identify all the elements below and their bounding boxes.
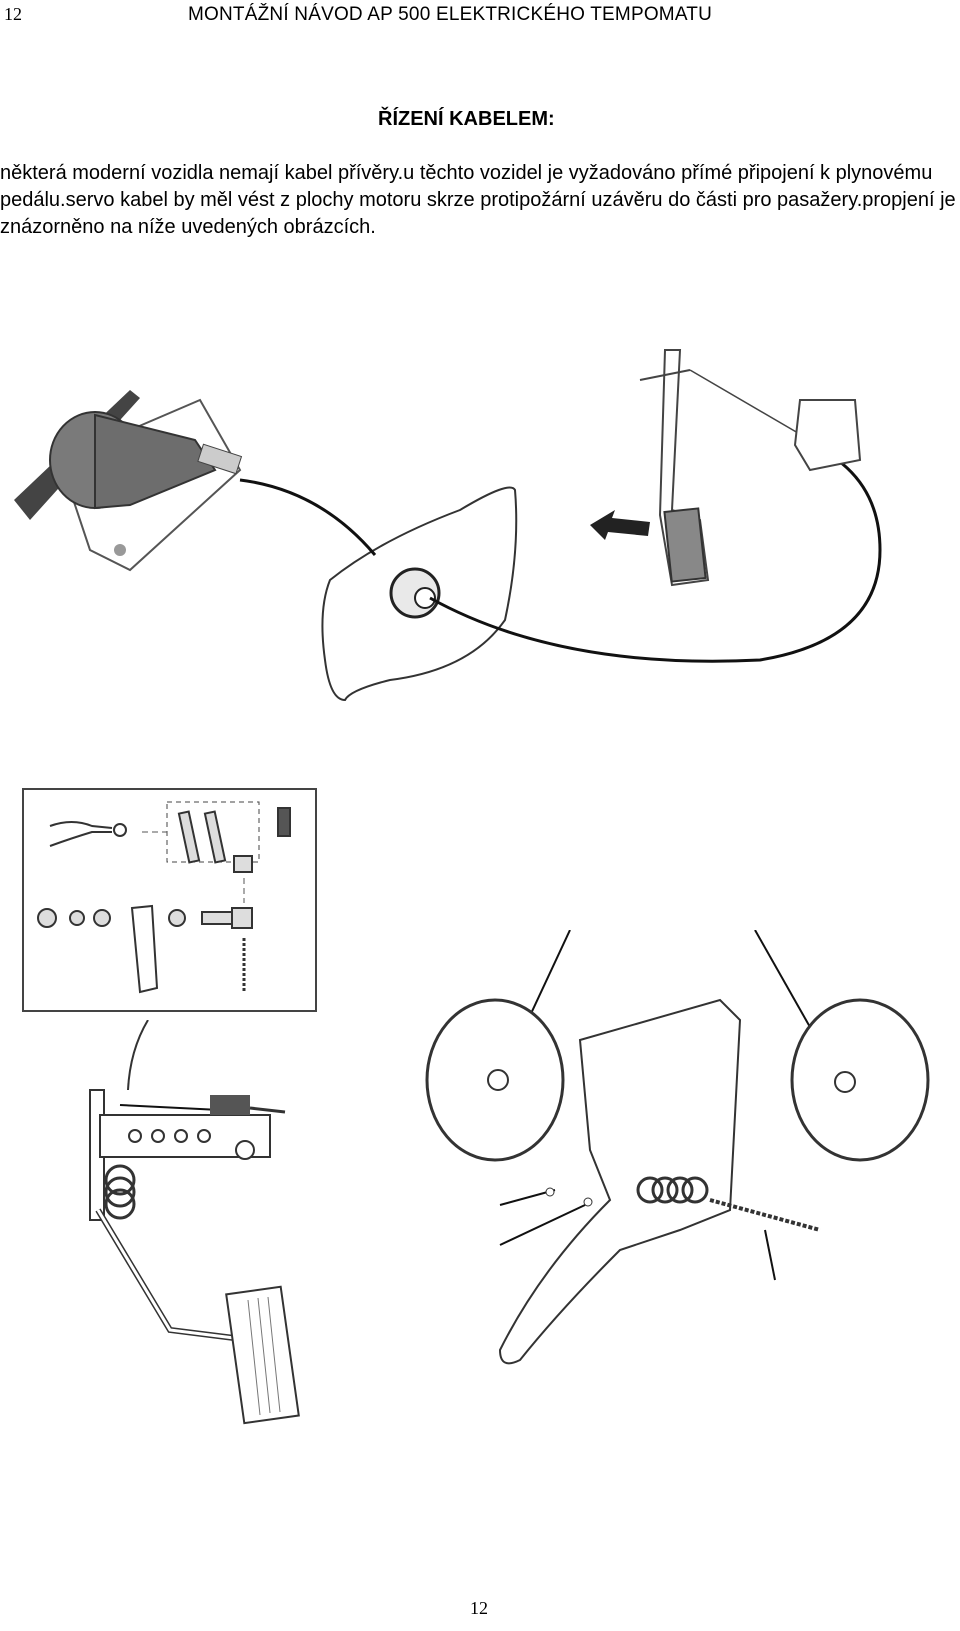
- servo-cable: [239, 438, 882, 663]
- servo-cable-routing-illustration: [14, 349, 882, 702]
- accelerator-pedal: [639, 349, 862, 587]
- header-title: MONTÁŽNÍ NÁVOD AP 500 ELEKTRICKÉHO TEMPO…: [188, 4, 713, 25]
- footer-page-number: 12: [470, 1598, 488, 1618]
- header-page-number: 12: [4, 4, 22, 24]
- section-heading: ŘÍZENÍ KABELEM:: [378, 108, 555, 130]
- body-paragraph: některá moderní vozidla nemají kabel pří…: [0, 162, 956, 238]
- pedal-mount-closeup-illustration: [425, 930, 930, 1365]
- direction-arrow: [590, 510, 650, 540]
- cable-attachment-parts-illustration: [22, 788, 317, 1012]
- firewall-panel: [321, 486, 518, 702]
- servo-unit: [14, 390, 243, 572]
- pedal-assembly-illustration: [89, 1020, 300, 1425]
- pliers-icon: [49, 821, 127, 847]
